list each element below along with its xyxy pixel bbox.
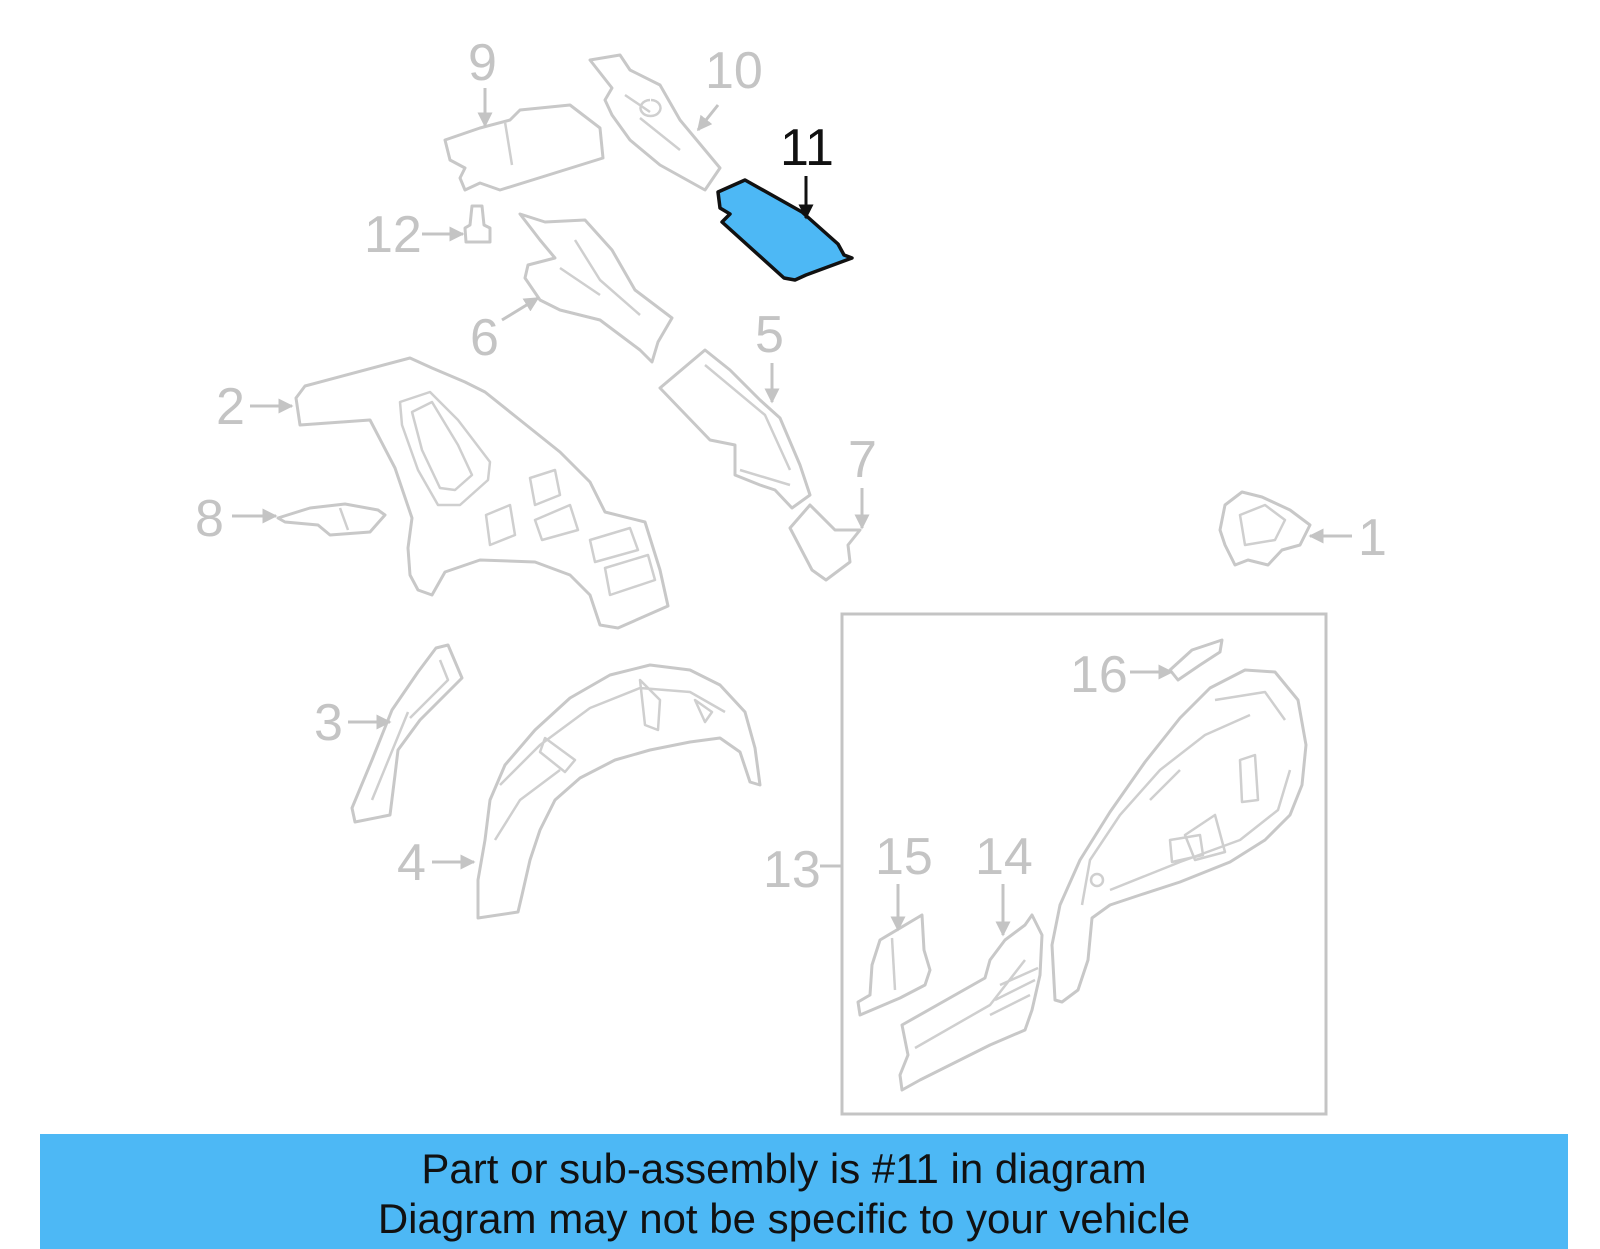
part-13-wheelhouse-inner [1050,668,1308,1004]
callout-7: 7 [848,431,877,489]
callout-1: 1 [1358,509,1387,567]
part-1-bracket [1218,490,1312,567]
callout-10: 10 [705,42,763,100]
callout-5: 5 [755,306,784,364]
banner-part-reference: Part or sub-assembly is #11 in diagram [421,1145,1147,1192]
part-5-reinforcement [658,348,812,510]
callout-8: 8 [195,490,224,548]
leader-10 [696,104,720,132]
callout-6: 6 [470,309,499,367]
part-10-rail [588,53,722,192]
subassembly-13-box [840,612,1328,1116]
part-4-wheelhouse-outer [476,663,762,920]
callout-12: 12 [364,206,422,264]
callout-11: 11 [780,119,834,177]
callout-2: 2 [216,378,245,436]
part-14-extension [898,913,1044,1092]
part-12-bolt [463,204,492,244]
callout-16: 16 [1070,646,1128,704]
banner-disclaimer: Diagram may not be specific to your vehi… [377,1195,1191,1242]
part-8-bracket [276,502,387,537]
callout-13: 13 [763,841,821,899]
part-16-clip [1168,638,1224,682]
part-9-panel [443,103,605,192]
callout-14: 14 [975,828,1033,886]
part-7-bracket [788,503,862,582]
part-3-pillar [350,643,464,824]
callout-9: 9 [468,34,497,92]
info-banner: Part or sub-assembly is #11 in diagram D… [40,1134,1568,1249]
part-2-quarter-inner-panel [294,356,670,630]
callout-4: 4 [397,834,426,892]
part-6-brace [518,212,674,364]
part-15-bracket [856,913,932,1017]
part-11-highlighted-panel[interactable] [716,178,854,282]
callout-15: 15 [875,828,933,886]
leader-6 [501,296,540,322]
callout-3: 3 [314,694,343,752]
